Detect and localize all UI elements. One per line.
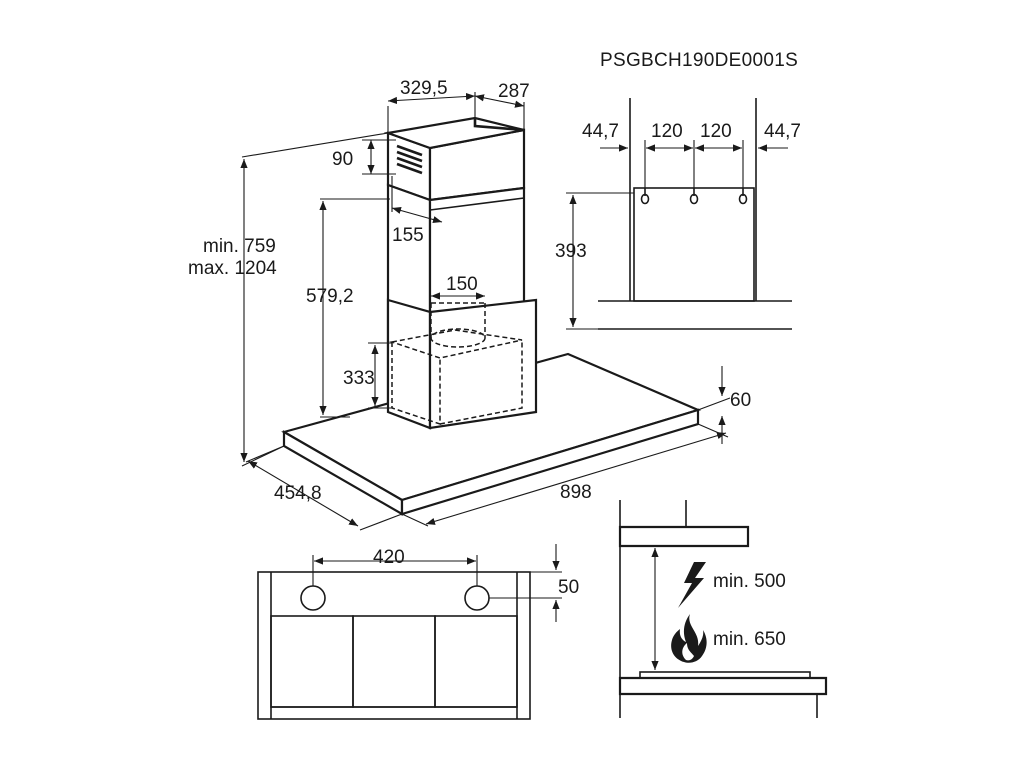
dim-collar-height: 579,2	[306, 286, 354, 307]
dim-height-max: max. 1204	[188, 258, 277, 279]
dim-chimney-depth: 287	[498, 81, 530, 102]
dim-canopy-thickness: 60	[730, 390, 751, 411]
dim-spacing-left: 120	[651, 121, 683, 142]
dim-vent-offset: 155	[392, 225, 424, 246]
dim-light-offset: 50	[558, 577, 579, 598]
canopy-underside	[257, 571, 531, 720]
light-right	[464, 585, 490, 611]
motor-box-hidden	[389, 302, 523, 426]
label-min-electric: min. 500	[713, 571, 786, 592]
dim-canopy-depth: 454,8	[274, 483, 322, 504]
dim-spacing-right: 120	[700, 121, 732, 142]
dim-vent-height: 90	[332, 149, 353, 170]
dim-outlet-diameter: 150	[446, 274, 478, 295]
underside-view: 420 50	[257, 544, 579, 720]
mounting-bracket	[633, 187, 755, 302]
bracket-view: 44,7 120 120 44,7 393	[555, 98, 801, 330]
lightning-icon	[678, 562, 706, 608]
bracket-holes	[640, 188, 748, 205]
dim-height-min: min. 759	[203, 236, 276, 257]
label-min-gas: min. 650	[713, 629, 786, 650]
grease-filters	[270, 615, 518, 708]
dim-light-spacing: 420	[373, 547, 405, 568]
canopy	[281, 298, 702, 516]
dim-edge-left: 44,7	[582, 121, 619, 142]
model-code: PSGBCH190DE0001S	[600, 50, 798, 71]
dim-edge-right: 44,7	[764, 121, 801, 142]
clearance-view: min. 500 min. 650	[618, 500, 828, 718]
dim-canopy-width: 898	[560, 482, 592, 503]
hood-isometric-view: 329,5 287 90 155 min. 759 max. 1204 579,…	[188, 78, 751, 531]
dim-mount-height: 393	[555, 241, 587, 262]
flame-icon	[671, 614, 707, 663]
dim-motor-box-height: 333	[343, 368, 375, 389]
chimney-vent-slots	[396, 144, 423, 175]
dim-chimney-width: 329,5	[400, 78, 448, 99]
light-left	[300, 585, 326, 611]
